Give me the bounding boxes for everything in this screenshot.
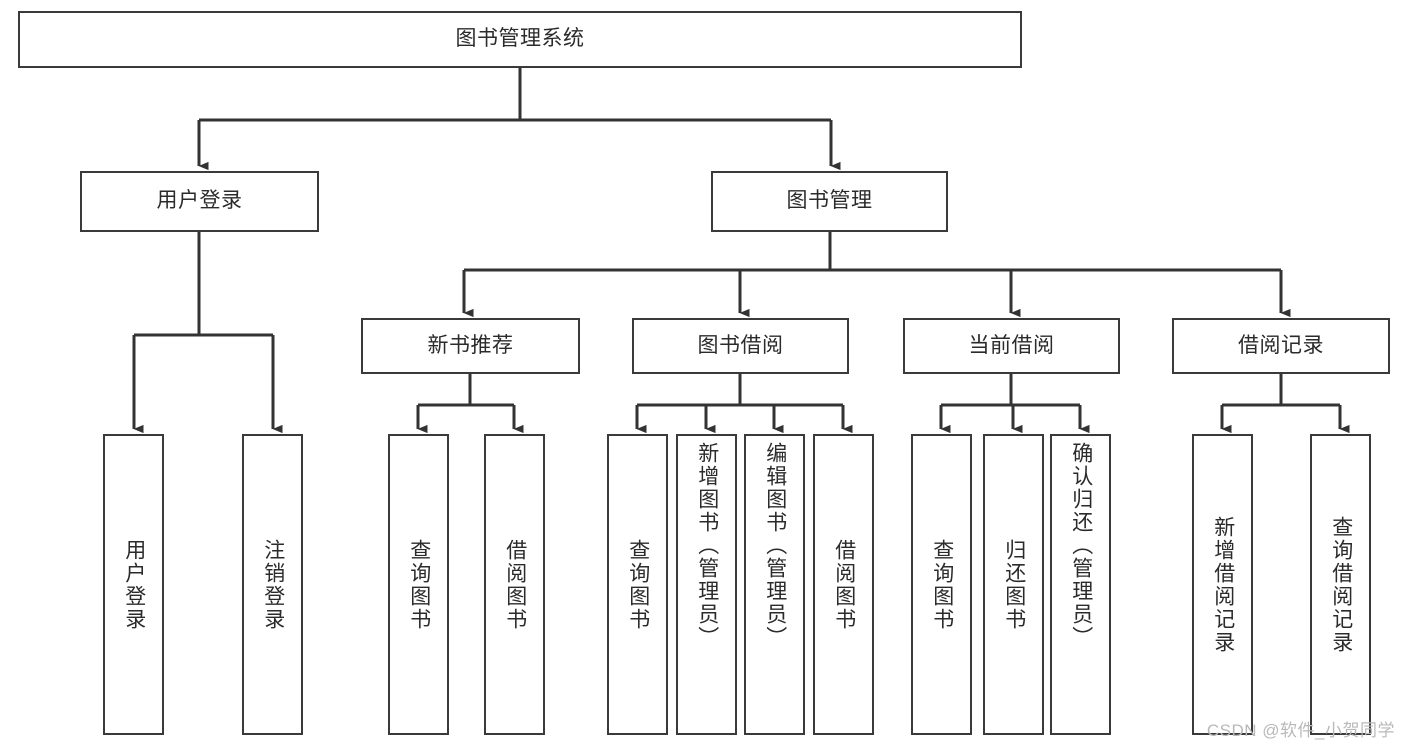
node-root-label: 图书管理系统 xyxy=(455,27,585,51)
node-user-login-label: 用户登录 xyxy=(156,189,243,213)
leaf-logout-label: 注销登录 xyxy=(261,538,285,631)
node-book-borrow-label: 图书借阅 xyxy=(697,333,784,357)
node-book-borrow[interactable]: 图书借阅 xyxy=(632,318,849,374)
leaf-query-book-1-label: 查询图书 xyxy=(407,538,431,631)
node-borrow-record[interactable]: 借阅记录 xyxy=(1172,318,1390,374)
leaf-borrow-book-2-label: 借阅图书 xyxy=(832,538,856,631)
node-root[interactable]: 图书管理系统 xyxy=(18,11,1022,68)
node-current-borrow[interactable]: 当前借阅 xyxy=(903,318,1120,374)
leaf-query-record-label: 查询借阅记录 xyxy=(1329,515,1353,654)
leaf-borrow-book-1-label: 借阅图书 xyxy=(503,538,527,631)
leaf-confirm-return-label: 确认归还（管理员） xyxy=(1069,442,1093,649)
node-book-manage[interactable]: 图书管理 xyxy=(711,171,948,232)
leaf-confirm-return[interactable]: 确认归还（管理员） xyxy=(1050,434,1111,735)
leaf-query-book-2-label: 查询图书 xyxy=(626,538,650,631)
leaf-query-book-2[interactable]: 查询图书 xyxy=(607,434,668,735)
leaf-query-book-3[interactable]: 查询图书 xyxy=(911,434,972,735)
leaf-add-record[interactable]: 新增借阅记录 xyxy=(1192,434,1253,735)
leaf-logout[interactable]: 注销登录 xyxy=(242,434,303,735)
leaf-return-book-label: 归还图书 xyxy=(1002,538,1026,631)
node-user-login[interactable]: 用户登录 xyxy=(80,171,319,232)
leaf-user-login[interactable]: 用户登录 xyxy=(103,434,164,735)
leaf-add-book-label: 新增图书（管理员） xyxy=(695,442,719,649)
leaf-query-book-1[interactable]: 查询图书 xyxy=(388,434,449,735)
leaf-borrow-book-2[interactable]: 借阅图书 xyxy=(813,434,874,735)
leaf-borrow-book-1[interactable]: 借阅图书 xyxy=(484,434,545,735)
leaf-query-record[interactable]: 查询借阅记录 xyxy=(1310,434,1371,735)
node-new-book-rec-label: 新书推荐 xyxy=(427,333,514,357)
node-new-book-rec[interactable]: 新书推荐 xyxy=(361,318,580,374)
node-borrow-record-label: 借阅记录 xyxy=(1238,333,1324,357)
leaf-query-book-3-label: 查询图书 xyxy=(930,538,954,631)
node-book-manage-label: 图书管理 xyxy=(786,189,873,213)
leaf-add-book[interactable]: 新增图书（管理员） xyxy=(676,434,737,735)
node-current-borrow-label: 当前借阅 xyxy=(968,333,1055,357)
leaf-add-record-label: 新增借阅记录 xyxy=(1211,515,1235,654)
leaf-user-login-label: 用户登录 xyxy=(122,538,146,631)
leaf-return-book[interactable]: 归还图书 xyxy=(983,434,1044,735)
leaf-edit-book-label: 编辑图书（管理员） xyxy=(763,442,787,649)
leaf-edit-book[interactable]: 编辑图书（管理员） xyxy=(744,434,805,735)
